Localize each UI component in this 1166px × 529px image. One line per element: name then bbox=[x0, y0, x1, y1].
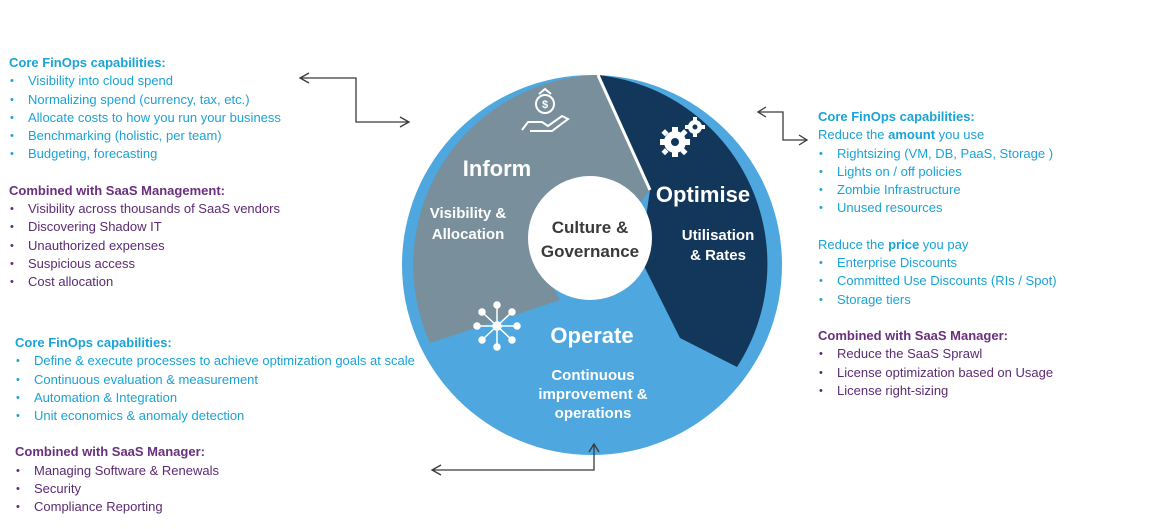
optimise-amount-subheading: Reduce the amount you use bbox=[818, 127, 985, 143]
list-item: Reduce the SaaS Sprawl bbox=[818, 345, 1057, 364]
list-item: Storage tiers bbox=[818, 291, 1057, 310]
list-item: Normalizing spend (currency, tax, etc.) bbox=[9, 91, 281, 110]
list-item: Compliance Reporting bbox=[15, 498, 415, 517]
inform-core-list: Visibility into cloud spend Normalizing … bbox=[9, 72, 281, 164]
operate-sub1: Continuous bbox=[551, 367, 634, 384]
list-item: Visibility across thousands of SaaS vend… bbox=[9, 200, 281, 219]
list-item: Discovering Shadow IT bbox=[9, 218, 281, 237]
list-item: Visibility into cloud spend bbox=[9, 72, 281, 91]
operate-title: Operate bbox=[550, 323, 633, 348]
inform-panel: Core FinOps capabilities: Visibility int… bbox=[9, 54, 281, 292]
optimise-price-subheading: Reduce the price you pay bbox=[818, 236, 969, 252]
list-item: Allocate costs to how you run your busin… bbox=[9, 109, 281, 128]
list-item: Unit economics & anomaly detection bbox=[15, 407, 415, 426]
optimise-amount-list: Rightsizing (VM, DB, PaaS, Storage ) Lig… bbox=[818, 145, 1057, 218]
list-item: Benchmarking (holistic, per team) bbox=[9, 127, 281, 146]
operate-saas-heading: Combined with SaaS Manager: bbox=[15, 444, 205, 460]
optimise-price-list: Enterprise Discounts Committed Use Disco… bbox=[818, 254, 1057, 309]
list-item: Committed Use Discounts (RIs / Spot) bbox=[818, 272, 1057, 291]
list-item: Define & execute processes to achieve op… bbox=[15, 352, 415, 371]
center-label-line2: Governance bbox=[541, 242, 639, 261]
network-people-icon bbox=[473, 301, 521, 351]
operate-core-heading: Core FinOps capabilities: bbox=[15, 335, 172, 350]
optimise-sub2: & Rates bbox=[690, 247, 746, 264]
operate-saas-list: Managing Software & Renewals Security Co… bbox=[15, 462, 415, 517]
list-item: Budgeting, forecasting bbox=[9, 145, 281, 164]
optimise-core-heading: Core FinOps capabilities: bbox=[818, 109, 975, 124]
optimise-title: Optimise bbox=[656, 182, 750, 207]
optimise-saas-heading: Combined with SaaS Manager: bbox=[818, 327, 1008, 343]
inform-connector-arrow bbox=[298, 72, 411, 128]
list-item: Continuous evaluation & measurement bbox=[15, 371, 415, 390]
inform-core-heading: Core FinOps capabilities: bbox=[9, 55, 166, 70]
list-item: Managing Software & Renewals bbox=[15, 462, 415, 481]
list-item: Zombie Infrastructure bbox=[818, 181, 1057, 200]
optimise-connector-arrow bbox=[756, 106, 809, 146]
inform-saas-list: Visibility across thousands of SaaS vend… bbox=[9, 200, 281, 292]
operate-core-list: Define & execute processes to achieve op… bbox=[15, 352, 415, 425]
list-item: License right-sizing bbox=[818, 382, 1057, 401]
optimise-panel: Core FinOps capabilities: Reduce the amo… bbox=[818, 108, 1057, 400]
operate-sub3: operations bbox=[555, 405, 632, 422]
list-item: License optimization based on Usage bbox=[818, 364, 1057, 383]
inform-sub1: Visibility & bbox=[430, 205, 507, 222]
list-item: Cost allocation bbox=[9, 273, 281, 292]
list-item: Suspicious access bbox=[9, 255, 281, 274]
center-label-line1: Culture & bbox=[552, 218, 629, 237]
inform-sub2: Allocation bbox=[432, 226, 505, 243]
optimise-segment[interactable] bbox=[598, 75, 768, 367]
list-item: Unauthorized expenses bbox=[9, 237, 281, 256]
center-circle bbox=[528, 176, 652, 300]
list-item: Unused resources bbox=[818, 199, 1057, 218]
list-item: Rightsizing (VM, DB, PaaS, Storage ) bbox=[818, 145, 1057, 164]
optimise-sub1: Utilisation bbox=[682, 227, 755, 244]
operate-panel: Core FinOps capabilities: Define & execu… bbox=[15, 334, 415, 517]
list-item: Security bbox=[15, 480, 415, 499]
svg-text:$: $ bbox=[542, 99, 548, 111]
operate-connector-arrow bbox=[430, 442, 600, 476]
list-item: Automation & Integration bbox=[15, 389, 415, 408]
optimise-saas-list: Reduce the SaaS Sprawl License optimizat… bbox=[818, 345, 1057, 400]
list-item: Enterprise Discounts bbox=[818, 254, 1057, 273]
list-item: Lights on / off policies bbox=[818, 163, 1057, 182]
gears-icon bbox=[660, 117, 705, 157]
money-bag-hand-icon: $ bbox=[521, 87, 570, 132]
inform-title: Inform bbox=[463, 156, 531, 181]
inform-saas-heading: Combined with SaaS Management: bbox=[9, 182, 225, 198]
operate-sub2: improvement & bbox=[538, 386, 647, 403]
